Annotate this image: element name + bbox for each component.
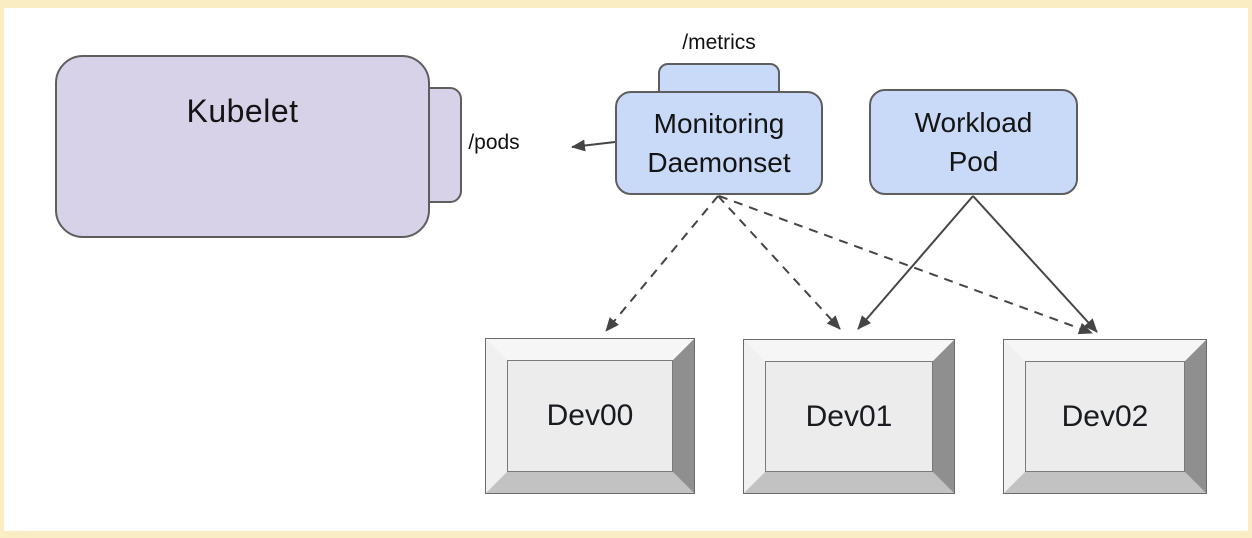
edge-daemonset-to-dev01[interactable] <box>717 195 841 330</box>
node-monitoring-daemonset[interactable]: Monitoring Daemonset <box>615 91 823 195</box>
node-kubelet[interactable]: Kubelet <box>55 55 430 238</box>
pods-endpoint-label: /pods <box>468 131 520 154</box>
node-workload-pod[interactable]: Workload Pod <box>869 89 1078 195</box>
kubelet-label: Kubelet <box>186 93 299 129</box>
dev01-face: Dev01 <box>765 361 933 472</box>
dev00-face: Dev00 <box>507 360 673 472</box>
workload-pod-label: Workload Pod <box>914 106 1033 177</box>
edge-daemonset-to-kubelet-pods[interactable] <box>571 139 616 152</box>
dev02-face: Dev02 <box>1025 361 1185 472</box>
dev02-label: Dev02 <box>1061 399 1149 433</box>
edge-daemonset-to-dev02[interactable] <box>718 195 1093 335</box>
dev00-bevel <box>486 339 694 493</box>
edge-daemonset-to-dev00[interactable] <box>605 195 719 332</box>
node-dev00[interactable]: Dev00 <box>485 338 695 494</box>
monitoring-daemonset-label: Monitoring Daemonset <box>647 107 791 178</box>
edge-workload-to-dev02[interactable] <box>972 195 1098 333</box>
dev01-label: Dev01 <box>805 399 893 433</box>
dev00-label: Dev00 <box>546 399 634 432</box>
edge-workload-to-dev01[interactable] <box>857 195 974 330</box>
dev01-bevel <box>744 340 954 493</box>
node-dev02[interactable]: Dev02 <box>1003 339 1207 494</box>
dev02-bevel <box>1004 340 1206 493</box>
node-dev01[interactable]: Dev01 <box>743 339 955 494</box>
metrics-endpoint-label: /metrics <box>682 31 756 54</box>
